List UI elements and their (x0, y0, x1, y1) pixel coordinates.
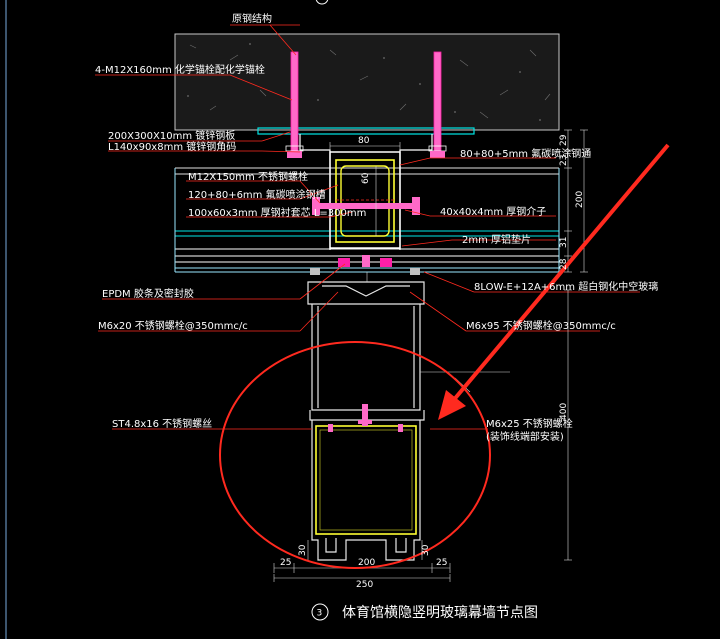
caption-number: 3 (317, 609, 323, 619)
label-screw-m6-25-note: (装饰线端部安装) (486, 430, 564, 443)
dim-28: 28 (559, 258, 569, 270)
dim-80-top: 80 (358, 136, 370, 146)
through-bolt (312, 197, 420, 215)
label-anchor-bolt: 4-M12X160mm 化学锚栓配化学锚栓 (95, 63, 265, 76)
mullion-screws (328, 404, 403, 432)
leader-lines (95, 24, 640, 430)
dim-25-left: 25 (280, 558, 291, 568)
label-tube-40: 40x40x4mm 厚钢介子 (440, 205, 546, 218)
dim-400: 400 (559, 403, 569, 420)
dim-60: 60 (361, 172, 371, 184)
dim-200-right: 200 (575, 191, 585, 208)
dim-23: 23 (559, 155, 569, 166)
label-screw-m6-25: M6x25 不锈钢螺栓 (486, 417, 573, 430)
dim-30-left: 30 (298, 544, 308, 556)
caption-number-circle (311, 603, 329, 621)
highlight-ellipse (219, 341, 491, 569)
caption-title: 体育馆横隐竖明玻璃幕墙节点图 (342, 604, 538, 621)
label-screw-m6-95: M6x95 不锈钢螺栓@350mmc/c (466, 319, 616, 332)
anchor-bolt-right (428, 51, 447, 158)
dimension-lines (273, 129, 588, 582)
label-channel-120: 120+80+6mm 氟碳喷涂钢槽 (188, 188, 326, 201)
dim-200-bottom: 200 (358, 558, 375, 568)
dim-25-right: 25 (436, 558, 447, 568)
label-pad-2mm: 2mm 厚铝垫片 (462, 233, 531, 246)
inner-tube-shadow (319, 429, 413, 531)
steel-tube-80 (329, 151, 401, 249)
label-tube-80: 80+80+5mm 氟碳喷涂钢通 (460, 147, 591, 160)
embedded-plate (257, 127, 475, 135)
label-tube-100: 100x60x3mm 厚钢衬套芯 L=300mm (188, 206, 366, 219)
angle-bracket-right (399, 134, 433, 250)
pointer-arrow (438, 143, 670, 420)
inner-tube (315, 425, 417, 535)
label-glass: 8LOW-E+12A+6mm 超白钢化中空玻璃 (474, 280, 658, 293)
label-plate: 200X300X10mm 镀锌钢板 (108, 129, 235, 142)
dim-250: 250 (356, 580, 373, 590)
label-screw-st48: ST4.8x16 不锈钢螺丝 (112, 417, 212, 430)
label-epdm: EPDM 胶条及密封胶 (102, 287, 194, 300)
label-structure: 原钢结构 (232, 12, 272, 25)
dim-30-right: 30 (421, 544, 431, 556)
epdm-gaskets (310, 255, 420, 275)
top-marker (315, 0, 329, 5)
concrete-structure (174, 33, 560, 131)
label-angle: L140x90x8mm 镀锌钢角码 (108, 140, 236, 153)
dim-31: 31 (559, 237, 569, 248)
label-screw-m6-20: M6x20 不锈钢螺栓@350mmc/c (98, 319, 248, 332)
label-bolt-m12: M12X150mm 不锈钢螺栓 (188, 170, 308, 183)
dim-29: 29 (559, 134, 569, 146)
